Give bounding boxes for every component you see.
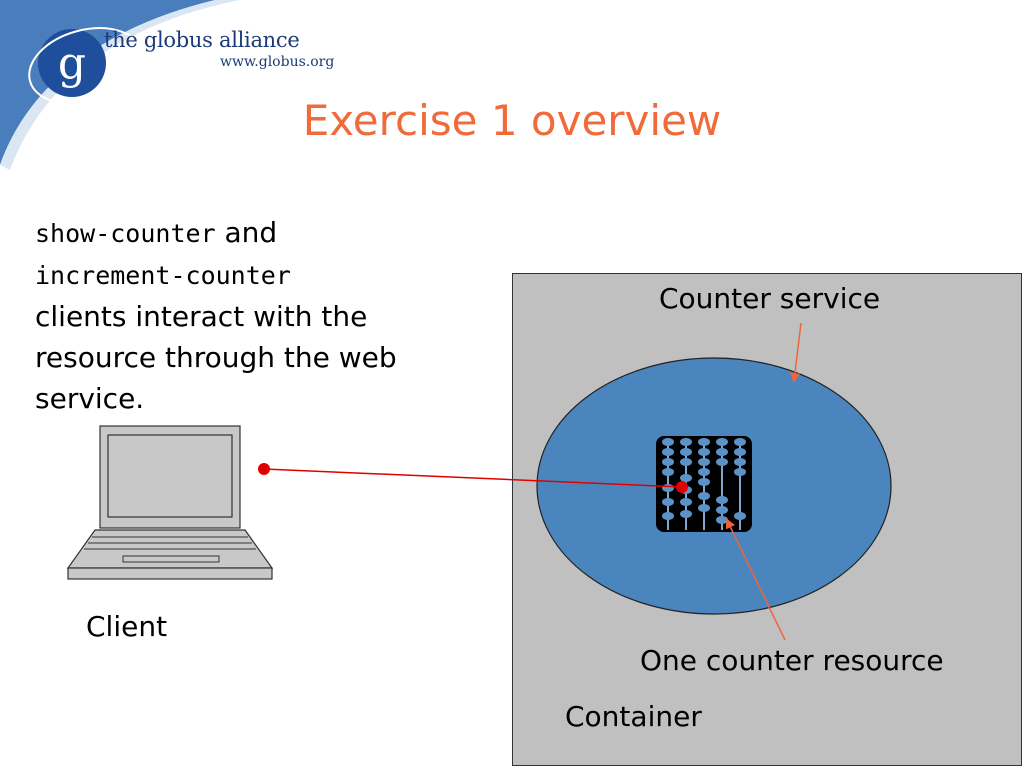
abacus-bead — [680, 448, 692, 456]
abacus-bead — [680, 458, 692, 466]
abacus-bead — [734, 458, 746, 466]
abacus-bead — [680, 474, 692, 482]
container-label: Container — [565, 700, 702, 733]
slide-description: show-counter and increment-counter clients… — [35, 212, 495, 419]
description-text: clients interact with the resource throu… — [35, 300, 397, 415]
abacus-bead — [734, 448, 746, 456]
abacus-bead — [734, 468, 746, 476]
show-counter-code: show-counter — [35, 219, 216, 248]
abacus-bead — [716, 438, 728, 446]
abacus-bead — [716, 448, 728, 456]
logo-letter: g — [58, 38, 86, 89]
laptop-icon — [66, 425, 274, 580]
abacus-bead — [734, 438, 746, 446]
abacus-bead — [680, 438, 692, 446]
abacus-bead — [662, 448, 674, 456]
resource-pointer-arrow — [725, 518, 786, 641]
abacus-bead — [662, 498, 674, 506]
abacus-bead — [698, 478, 710, 486]
abacus-bead — [662, 468, 674, 476]
globus-logo-icon: g — [28, 27, 144, 105]
slide-title: Exercise 1 overview — [302, 96, 722, 145]
abacus-bead — [662, 512, 674, 520]
service-pointer-arrow — [789, 322, 802, 383]
brand-name: the globus alliance — [104, 28, 300, 52]
abacus-bead — [698, 438, 710, 446]
abacus-bead — [716, 496, 728, 504]
abacus-bead — [680, 510, 692, 518]
abacus-bead — [698, 504, 710, 512]
abacus-bead — [716, 458, 728, 466]
abacus-bead — [662, 438, 674, 446]
abacus-bead — [662, 484, 674, 492]
abacus-icon — [656, 436, 752, 532]
increment-counter-code: increment-counter — [35, 261, 291, 290]
counter-service-label: Counter service — [659, 282, 881, 315]
abacus-bead — [698, 448, 710, 456]
client-service-connector — [263, 468, 683, 488]
description-and: and — [215, 216, 278, 249]
counter-resource-label: One counter resource — [640, 644, 944, 677]
connector-end-dot — [676, 481, 688, 493]
abacus-bead — [662, 458, 674, 466]
brand-url: www.globus.org — [220, 54, 335, 70]
abacus-bead — [698, 458, 710, 466]
abacus-bead — [734, 512, 746, 520]
abacus-bead — [698, 492, 710, 500]
client-label: Client — [86, 610, 168, 643]
header-swoosh: g — [0, 0, 240, 170]
abacus-bead — [716, 506, 728, 514]
abacus-bead — [716, 516, 728, 524]
abacus-bead — [680, 498, 692, 506]
abacus-bead — [698, 468, 710, 476]
connector-start-dot — [258, 463, 270, 475]
